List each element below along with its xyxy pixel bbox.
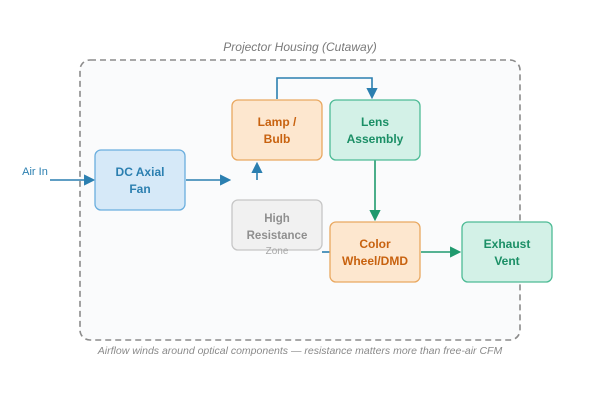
zone-label-line3: Zone xyxy=(266,246,289,257)
color-wheel-node: Color Wheel/DMD xyxy=(329,221,421,283)
wheel-label-line2: Wheel/DMD xyxy=(342,254,408,268)
lamp-to-lens-arrow xyxy=(276,77,378,100)
lamp-label-line1: Lamp / xyxy=(258,115,297,129)
lens-label-line2: Assembly xyxy=(347,132,404,146)
exhaust-vent-node: Exhaust Vent xyxy=(461,221,553,283)
resistance-zone-node: High Resistance Zone xyxy=(231,199,323,257)
zone-label-line1: High xyxy=(264,213,290,225)
zone-label-line2: Resistance xyxy=(247,230,308,242)
wheel-label-line1: Color xyxy=(359,237,391,251)
lamp-label-line2: Bulb xyxy=(264,132,291,146)
vent-label-line1: Exhaust xyxy=(484,237,531,251)
housing-title: Projector Housing (Cutaway) xyxy=(223,40,376,54)
lens-label-line1: Lens xyxy=(361,115,389,129)
air-in-label: Air In xyxy=(22,166,48,178)
lamp-node: Lamp / Bulb xyxy=(231,99,323,161)
lens-node: Lens Assembly xyxy=(329,99,421,161)
vent-label-line2: Vent xyxy=(494,254,519,268)
fan-node: DC Axial Fan xyxy=(94,149,186,211)
fan-label-line1: DC Axial xyxy=(116,165,165,179)
airflow-caption: Airflow winds around optical components … xyxy=(97,345,503,357)
fan-label-line2: Fan xyxy=(129,182,150,196)
